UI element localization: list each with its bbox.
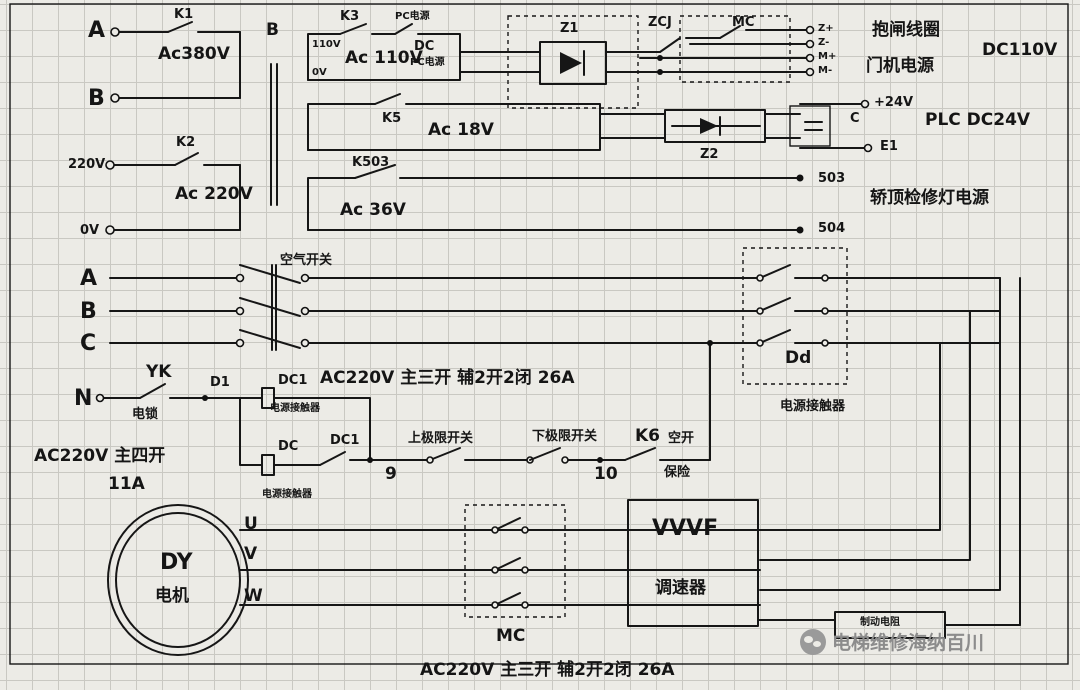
phase-u-label: U bbox=[244, 514, 258, 534]
dc1-contact-label: DC1 bbox=[330, 433, 360, 448]
m-plus-label: M+ bbox=[818, 51, 837, 62]
ac18-label: Ac 18V bbox=[428, 120, 494, 140]
pc-supply-top-label: PC电源 bbox=[395, 11, 430, 22]
dc1-coil-sub-label: 电源接触器 bbox=[270, 403, 320, 414]
plus24-label: +24V bbox=[874, 95, 914, 110]
dc-label: DC bbox=[414, 39, 435, 54]
dc-coil-label: DC bbox=[278, 439, 299, 454]
z-minus-label: Z- bbox=[818, 37, 830, 48]
capacitor-label: C bbox=[850, 111, 860, 126]
zcj-label: ZCJ bbox=[648, 15, 672, 30]
air-switch-label: 空气开关 bbox=[280, 253, 333, 268]
z2-label: Z2 bbox=[700, 147, 719, 162]
brake-resistor-label: 制动电阻 bbox=[860, 617, 900, 628]
pc-supply-mid-label: PC电源 bbox=[410, 57, 445, 68]
dc-coil-sub-label: 电源接触器 bbox=[262, 489, 312, 500]
mc-top-label: MC bbox=[732, 15, 755, 30]
power-contactor-label: 电源接触器 bbox=[780, 399, 846, 414]
k6-air-switch-label: 空开 bbox=[668, 431, 695, 446]
ac36-label: Ac 36V bbox=[340, 200, 406, 220]
phase-v-label: V bbox=[244, 544, 258, 564]
k503-label: K503 bbox=[352, 155, 390, 170]
car-top-light-supply-label: 轿顶检修灯电源 bbox=[870, 188, 989, 208]
mc-bottom-label: MC bbox=[496, 626, 526, 646]
m-minus-label: M- bbox=[818, 65, 833, 76]
phase-b-top-label: B bbox=[88, 86, 105, 111]
k2-label: K2 bbox=[176, 135, 196, 150]
lower-limit-switch-label: 下极限开关 bbox=[532, 429, 598, 444]
dc1-coil-label: DC1 bbox=[278, 373, 308, 388]
page-border bbox=[9, 3, 1069, 665]
e1-label: E1 bbox=[880, 139, 898, 154]
speed-controller-label: 调速器 bbox=[655, 578, 706, 598]
ac220-contactor-spec-label: AC220V 主三开 辅2开2闭 26A bbox=[320, 368, 575, 388]
yk-label: YK bbox=[146, 362, 172, 382]
terminal-504-label: 504 bbox=[818, 221, 846, 236]
phase-c-label: C bbox=[80, 331, 97, 356]
z-plus-label: Z+ bbox=[818, 23, 834, 34]
k6-fuse-label: 保险 bbox=[664, 465, 691, 480]
wechat-icon bbox=[800, 628, 826, 655]
tap-0v-label: 0V bbox=[312, 67, 327, 78]
watermark-text: 电梯维修海纳百川 bbox=[832, 632, 985, 654]
ac220-four-open-label: AC220V 主四开 bbox=[34, 446, 166, 466]
node-9-label: 9 bbox=[385, 464, 397, 484]
input-220v-label: 220V bbox=[68, 157, 106, 172]
phase-a-top-label: A bbox=[88, 18, 106, 43]
input-0v-label: 0V bbox=[80, 223, 100, 238]
rating-11a-label: 11A bbox=[108, 474, 145, 494]
phase-a-label: A bbox=[80, 266, 98, 291]
d1-label: D1 bbox=[210, 375, 230, 390]
upper-limit-switch-label: 上极限开关 bbox=[408, 431, 474, 446]
door-motor-supply-label: 门机电源 bbox=[866, 56, 934, 76]
tap-110v-label: 110V bbox=[312, 39, 341, 50]
vvvf-label: VVVF bbox=[652, 516, 719, 541]
core-b-label: B bbox=[266, 20, 279, 40]
neutral-label: N bbox=[74, 386, 93, 411]
ac220-secondary-label: Ac 220V bbox=[175, 184, 253, 204]
node-10-label: 10 bbox=[594, 464, 618, 484]
plc-dc24-label: PLC DC24V bbox=[925, 110, 1031, 130]
watermark: 电梯维修海纳百川 bbox=[800, 628, 984, 655]
dc110-label: DC110V bbox=[982, 40, 1058, 60]
ac380-label: Ac380V bbox=[158, 44, 230, 64]
k3-label: K3 bbox=[340, 9, 360, 24]
motor-label: 电机 bbox=[155, 586, 189, 606]
ac110-label: Ac 110V bbox=[345, 48, 423, 68]
z1-label: Z1 bbox=[560, 21, 579, 36]
phase-b-label: B bbox=[80, 299, 97, 324]
phase-w-label: W bbox=[244, 586, 263, 606]
k1-label: K1 bbox=[174, 7, 194, 22]
bottom-spec-label: AC220V 主三开 辅2开2闭 26A bbox=[420, 660, 675, 680]
electric-lock-label: 电锁 bbox=[132, 407, 159, 422]
brake-coil-label: 抱闸线圈 bbox=[872, 20, 940, 40]
dd-label: Dd bbox=[785, 348, 812, 368]
k6-label: K6 bbox=[635, 426, 661, 446]
motor-dy-label: DY bbox=[160, 550, 193, 575]
terminal-503-label: 503 bbox=[818, 171, 846, 186]
k5-label: K5 bbox=[382, 111, 402, 126]
